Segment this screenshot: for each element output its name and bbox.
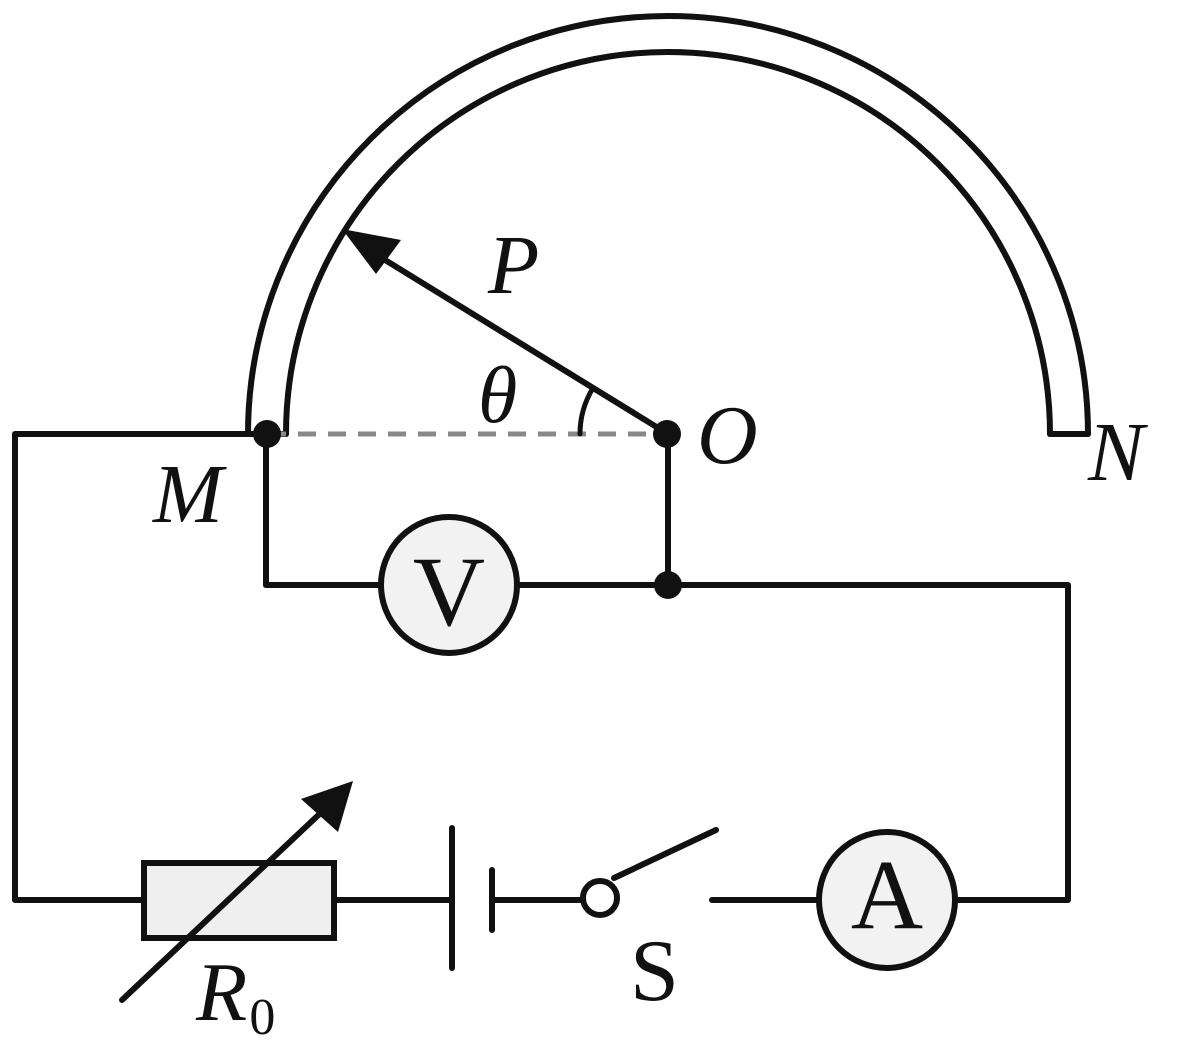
- switch: [580, 827, 719, 918]
- angle-arc: [577, 385, 596, 437]
- switch-lever: [611, 827, 719, 881]
- node-m: [253, 420, 281, 448]
- label-n: N: [1087, 406, 1148, 499]
- track-outer-arc: [245, 13, 1091, 437]
- node-o: [653, 420, 681, 448]
- track-inner-arc: [283, 49, 1053, 437]
- battery: [449, 825, 495, 971]
- voltmeter-label: V: [413, 536, 485, 647]
- switch-pivot: [580, 878, 620, 918]
- resistor-arrowhead: [301, 781, 353, 832]
- wire-right-loop: [665, 582, 1071, 903]
- wire-left-loop: [12, 431, 251, 903]
- label-s: S: [630, 923, 679, 1020]
- resistor-arrow-shaft: [119, 803, 331, 1003]
- variable-resistor: [119, 781, 353, 1003]
- label-m: M: [152, 448, 227, 541]
- label-p: P: [487, 219, 539, 312]
- ammeter: A: [816, 829, 958, 971]
- pointer-arrowhead: [342, 229, 401, 274]
- resistor-body: [141, 860, 337, 941]
- ammeter-circle: [816, 829, 958, 971]
- label-theta: θ: [478, 352, 517, 440]
- label-r: R: [195, 946, 247, 1039]
- ammeter-label: A: [851, 839, 923, 950]
- circuit-wires: [12, 431, 1071, 903]
- label-r-subscript: 0: [249, 989, 275, 1046]
- pointer-op: [342, 229, 671, 437]
- voltmeter-circle: [378, 514, 520, 656]
- label-o: O: [697, 389, 758, 482]
- label-r0: R0: [195, 946, 275, 1046]
- voltmeter: V: [378, 514, 520, 656]
- pointer-shaft: [369, 249, 671, 437]
- node-junction: [654, 571, 682, 599]
- semicircular-track: [245, 13, 1091, 437]
